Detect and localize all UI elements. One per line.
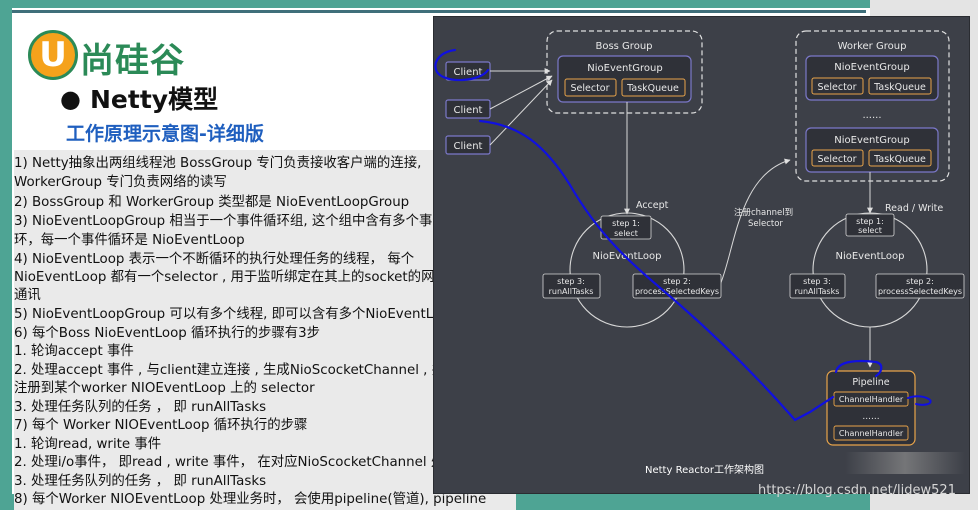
left-stripe [0, 0, 12, 510]
note-line: 7) 每个 Worker NIOEventLoop 循环执行的步骤 [14, 418, 308, 433]
page-title: Netty模型 [90, 85, 219, 114]
note-line: 2) BossGroup 和 WorkerGroup 类型都是 NioEvent… [14, 195, 410, 210]
note-line: 3) NioEventLoopGroup 相当于一个事件循环组, 这个组中含有多… [14, 214, 460, 229]
note-line: 通讯 [14, 288, 41, 303]
note-line: WorkerGroup 专门负责网络的读写 [14, 175, 227, 190]
logo-text: 尚硅谷 [80, 41, 185, 81]
watermark-blur [845, 452, 965, 474]
top-stripe [0, 0, 870, 8]
note-line: 4) NioEventLoop 表示一个不断循环的执行处理任务的线程， 每个 [14, 252, 415, 267]
note-line: 环，每一个事件循环是 NioEventLoop [14, 233, 245, 248]
note-line: 1) Netty抽象出两组线程池 BossGroup 专门负责接收客户端的连接, [14, 156, 422, 171]
note-line: 注册到某个worker NIOEventLoop 上的 selector [14, 381, 315, 396]
note-line: NioEventLoop 都有一个selector , 用于监听绑定在其上的so… [14, 270, 448, 285]
logo-badge: U [28, 30, 78, 80]
note-line: 1. 轮询read, write 事件 [14, 437, 162, 452]
top-stripe-inner [8, 10, 866, 13]
note-line: 5) NioEventLoopGroup 可以有多个线程, 即可以含有多个Nio… [14, 307, 458, 322]
page-subtitle: 工作原理示意图-详细版 [66, 123, 264, 145]
logo-letter: U [39, 35, 67, 75]
reactor-diagram [433, 16, 970, 494]
bullet-icon: ● [60, 85, 81, 113]
watermark: https://blog.csdn.net/lidew521 [758, 483, 956, 498]
note-line: 3. 处理任务队列的任务 ， 即 runAllTasks [14, 400, 267, 415]
notes-panel: 1) Netty抽象出两组线程池 BossGroup 专门负责接收客户端的连接,… [14, 150, 516, 510]
note-line: 3. 处理任务队列的任务 ， 即 runAllTasks [14, 474, 267, 489]
note-line: 2. 处理accept 事件 , 与client建立连接 , 生成NioScoc… [14, 363, 472, 378]
note-line: 8) 每个Worker NIOEventLoop 处理业务时， 会使用pipel… [14, 492, 487, 507]
note-line: 1. 轮询accept 事件 [14, 344, 134, 359]
note-line: 2. 处理i/o事件， 即read , write 事件， 在对应NioScoc… [14, 455, 458, 470]
note-line: 6) 每个Boss NioEventLoop 循环执行的步骤有3步 [14, 326, 321, 341]
diagram-caption: Netty Reactor工作架构图 [645, 465, 764, 476]
